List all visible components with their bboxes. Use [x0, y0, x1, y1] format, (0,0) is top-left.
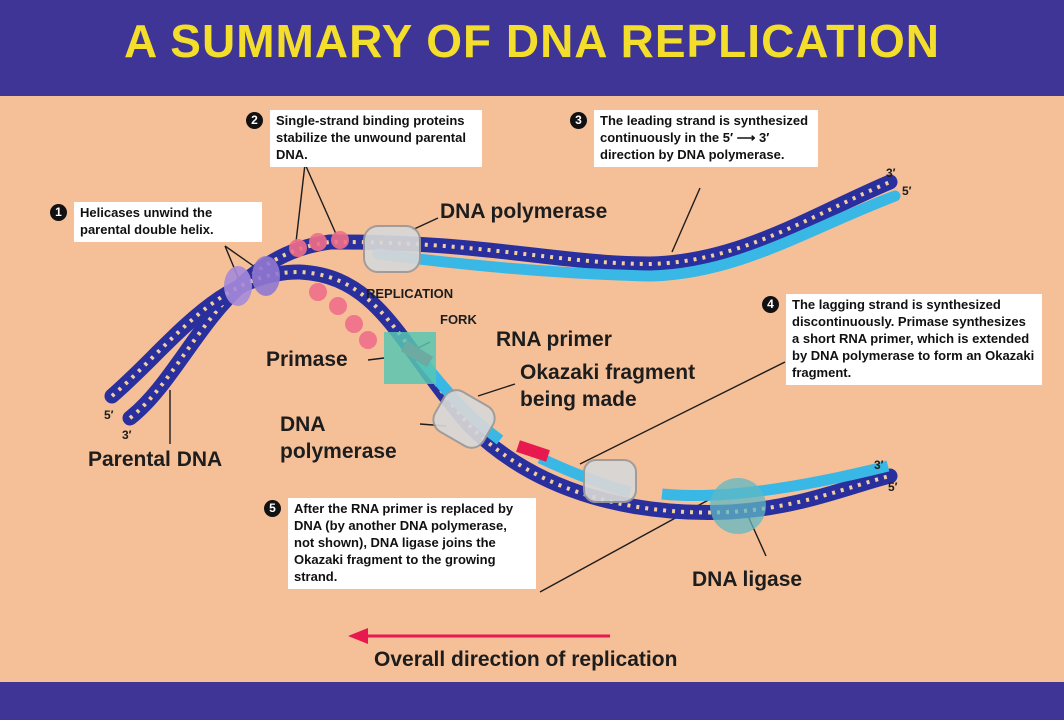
replication-diagram — [104, 163, 901, 644]
end-bottom-3: 3′ — [874, 458, 884, 472]
end-top-5: 5′ — [902, 184, 912, 198]
end-bottom-5: 5′ — [888, 480, 898, 494]
ssb-proteins — [289, 231, 377, 349]
step-2-text: Single-strand binding proteins stabilize… — [276, 113, 466, 162]
step-1-text: Helicases unwind the parental double hel… — [80, 205, 214, 237]
step-5-number: 5 — [264, 500, 281, 517]
callout-line-leading — [671, 187, 701, 253]
step-2-number: 2 — [246, 112, 263, 129]
callout-line-ssb-2 — [304, 163, 337, 235]
callout-line-okazaki — [477, 383, 516, 397]
step-1-box: 1 Helicases unwind the parental double h… — [50, 202, 262, 242]
step-4-text: The lagging strand is synthesized discon… — [792, 297, 1035, 380]
callout-line-lagging — [579, 361, 786, 465]
step-1-number: 1 — [50, 204, 67, 221]
okazaki-fragment-3 — [661, 460, 890, 502]
step-5-box: 5 After the RNA primer is replaced by DN… — [264, 498, 536, 589]
label-dna-polymerase-line1: DNA — [280, 413, 326, 436]
label-dna-ligase: DNA ligase — [692, 568, 803, 591]
step-3-number: 3 — [570, 112, 587, 129]
label-rna-primer: RNA primer — [496, 328, 612, 351]
step-4-number: 4 — [762, 296, 779, 313]
callout-line-polymerase-top — [411, 217, 439, 231]
dna-ligase — [710, 478, 766, 534]
label-okazaki-line1: Okazaki fragment — [520, 361, 696, 384]
end-top-3: 3′ — [886, 166, 896, 180]
label-dna-polymerase-line2: polymerase — [280, 440, 397, 463]
label-parental-dna: Parental DNA — [88, 448, 223, 471]
direction-arrow-head — [348, 628, 368, 644]
step-3-box: 3 The leading strand is synthesized cont… — [570, 110, 818, 167]
helicase-blob-1 — [224, 266, 252, 306]
label-fork: FORK — [440, 312, 477, 327]
diagram-panel: 1 Helicases unwind the parental double h… — [0, 96, 1064, 682]
step-4-box: 4 The lagging strand is synthesized disc… — [762, 294, 1042, 385]
label-overall-direction: Overall direction of replication — [374, 648, 678, 671]
rna-primer-2 — [516, 440, 550, 462]
callout-line-primase — [367, 357, 385, 361]
label-primase: Primase — [266, 348, 348, 371]
dna-polymerase-lagging-2 — [583, 459, 637, 503]
leading-strand — [372, 190, 901, 282]
dna-polymerase-leading — [363, 225, 421, 273]
callout-line-ssb — [295, 163, 306, 243]
label-dna-polymerase-top: DNA polymerase — [440, 200, 608, 223]
dna-polymerase-lagging — [432, 389, 496, 449]
helicase-blob-2 — [252, 256, 280, 296]
label-okazaki-line2: being made — [520, 388, 637, 411]
step-5-text: After the RNA primer is replaced by DNA … — [294, 501, 514, 584]
step-2-box: 2 Single-strand binding proteins stabili… — [246, 110, 482, 167]
end-left-5: 5′ — [104, 408, 114, 422]
base-pairs-upper — [128, 180, 891, 420]
slide-title: A SUMMARY OF DNA REPLICATION — [124, 15, 940, 67]
step-3-text: The leading strand is synthesized contin… — [600, 113, 809, 162]
end-left-3: 3′ — [122, 428, 132, 442]
label-replication: REPLICATION — [366, 286, 454, 301]
primase — [384, 332, 436, 384]
